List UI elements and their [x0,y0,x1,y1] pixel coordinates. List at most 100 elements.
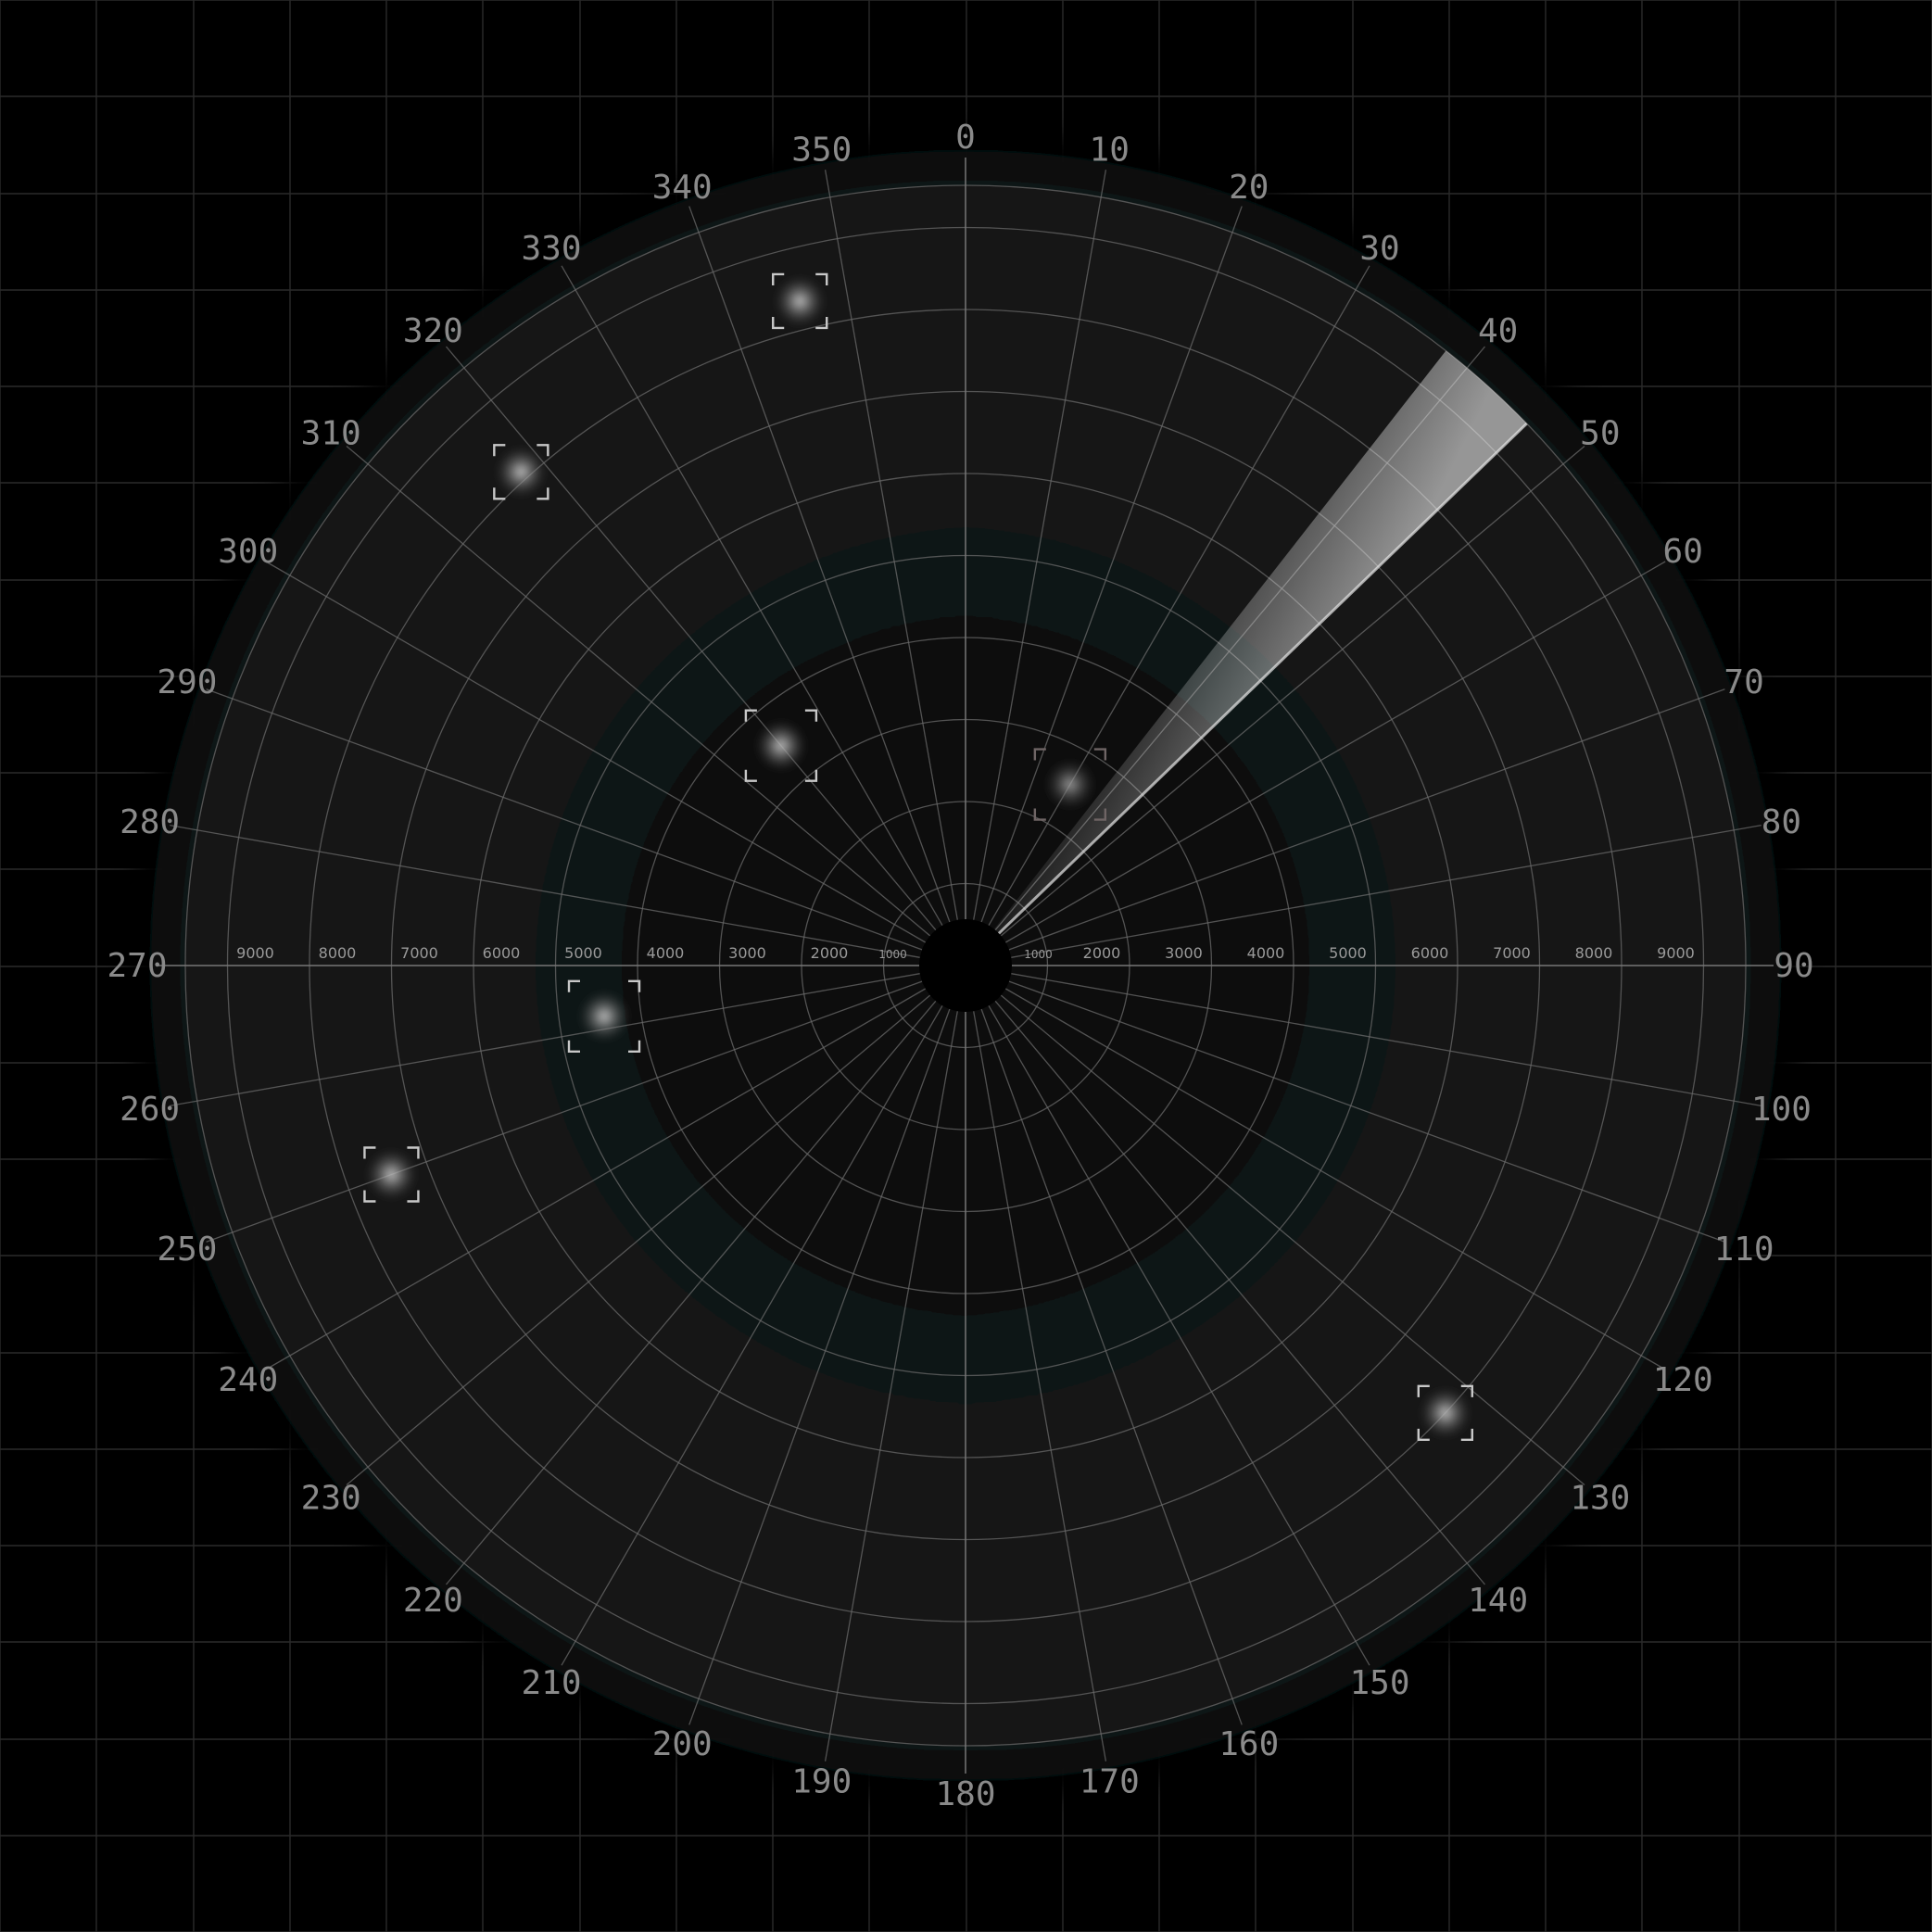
bearing-label: 0 [955,119,976,157]
target-blip [495,446,548,499]
bearing-spoke [973,170,1107,920]
target-bracket [1033,748,1107,821]
range-label-east: 4000 [1247,944,1285,962]
bearing-spoke [980,206,1243,923]
radar-targets [363,272,1473,1442]
bearing-spoke [346,445,931,937]
target-6[interactable] [363,1146,420,1203]
target-3[interactable] [744,709,818,782]
bearing-spoke [206,980,923,1243]
bearing-spoke [1004,561,1666,943]
target-blip [1043,758,1096,811]
bearing-label: 270 [107,947,167,985]
bearing-label: 70 [1724,663,1763,701]
bearing-label: 10 [1090,132,1130,170]
bearing-label: 40 [1478,312,1518,350]
bearing-label: 260 [120,1091,180,1129]
range-label-west: 9000 [236,944,274,962]
bearing-spoke [1004,988,1666,1370]
bearing-label: 240 [218,1361,278,1399]
range-label-west: 7000 [400,944,438,962]
bearing-label: 300 [218,533,278,571]
bearing-label: 290 [157,663,217,701]
range-label-west: 3000 [728,944,766,962]
bearing-spoke [265,988,927,1370]
target-5[interactable] [567,979,641,1054]
bearing-label: 250 [157,1231,217,1269]
bearing-label: 150 [1349,1664,1409,1702]
bearing-label: 320 [403,312,463,350]
bearing-spoke [980,1008,1243,1725]
bearing-spoke [988,265,1370,927]
range-label-east: 5000 [1329,944,1367,962]
target-7[interactable] [1417,1384,1473,1442]
bearing-spoke [1011,824,1762,958]
target-bracket [772,272,828,330]
target-blip [774,274,827,327]
range-label-west: 1000 [878,948,907,961]
bearing-spoke [445,1000,937,1585]
range-label-west: 8000 [319,944,357,962]
bearing-spoke [170,824,920,958]
bearing-label: 160 [1219,1725,1279,1763]
bearing-label: 220 [403,1582,463,1620]
bearing-label: 230 [301,1480,361,1518]
target-1[interactable] [772,272,828,330]
bearing-spoke [824,170,958,920]
range-label-west: 4000 [647,944,685,962]
bearing-spoke [1008,980,1725,1243]
bearing-spoke [170,973,920,1107]
range-label-east: 7000 [1493,944,1531,962]
bearing-spoke [988,1004,1370,1666]
range-label-east: 3000 [1165,944,1203,962]
target-blip [365,1148,418,1201]
bearing-label: 200 [652,1725,713,1763]
target-4[interactable] [1033,748,1107,821]
bearing-label: 170 [1080,1762,1140,1800]
bearing-spoke [206,688,923,951]
bearing-label: 130 [1570,1480,1630,1518]
bearing-label: 190 [791,1762,852,1800]
bearing-label: 140 [1468,1582,1528,1620]
target-bracket [567,979,641,1054]
target-blip [754,719,807,772]
bearing-spoke [824,1011,958,1762]
range-label-east: 8000 [1575,944,1613,962]
bearing-spoke [973,1011,1107,1762]
target-2[interactable] [493,444,549,500]
bearing-label: 90 [1774,947,1813,985]
range-label-east: 1000 [1024,948,1053,961]
bearing-spoke [994,1000,1486,1585]
target-bracket [1417,1384,1473,1442]
bearing-label: 210 [521,1664,581,1702]
range-label-west: 5000 [564,944,602,962]
range-label-west: 6000 [483,944,521,962]
bearing-spoke [346,994,931,1486]
bearing-spoke [1011,973,1762,1107]
bearing-spoke [445,346,937,931]
bearing-label: 50 [1580,414,1620,452]
bearing-label: 120 [1653,1361,1713,1399]
radar-sweep [993,350,1527,934]
sweep-leading-edge [997,423,1528,935]
bearing-spoke [1000,994,1585,1486]
scope-center-hub [919,919,1012,1012]
target-blip [1419,1386,1471,1439]
range-label-east: 2000 [1083,944,1121,962]
bearing-spokes [158,158,1774,1774]
bearing-label: 110 [1714,1231,1774,1269]
bearing-label: 60 [1663,533,1703,571]
range-label-east: 9000 [1657,944,1695,962]
bearing-spoke [1000,445,1585,937]
bearing-label: 20 [1229,169,1269,207]
target-bracket [744,709,818,782]
bearing-spoke [688,206,951,923]
bearing-label: 350 [791,132,852,170]
bearing-spoke [265,561,927,943]
bearing-spoke [561,1004,943,1666]
range-label-east: 6000 [1411,944,1449,962]
bearing-label: 340 [652,169,713,207]
